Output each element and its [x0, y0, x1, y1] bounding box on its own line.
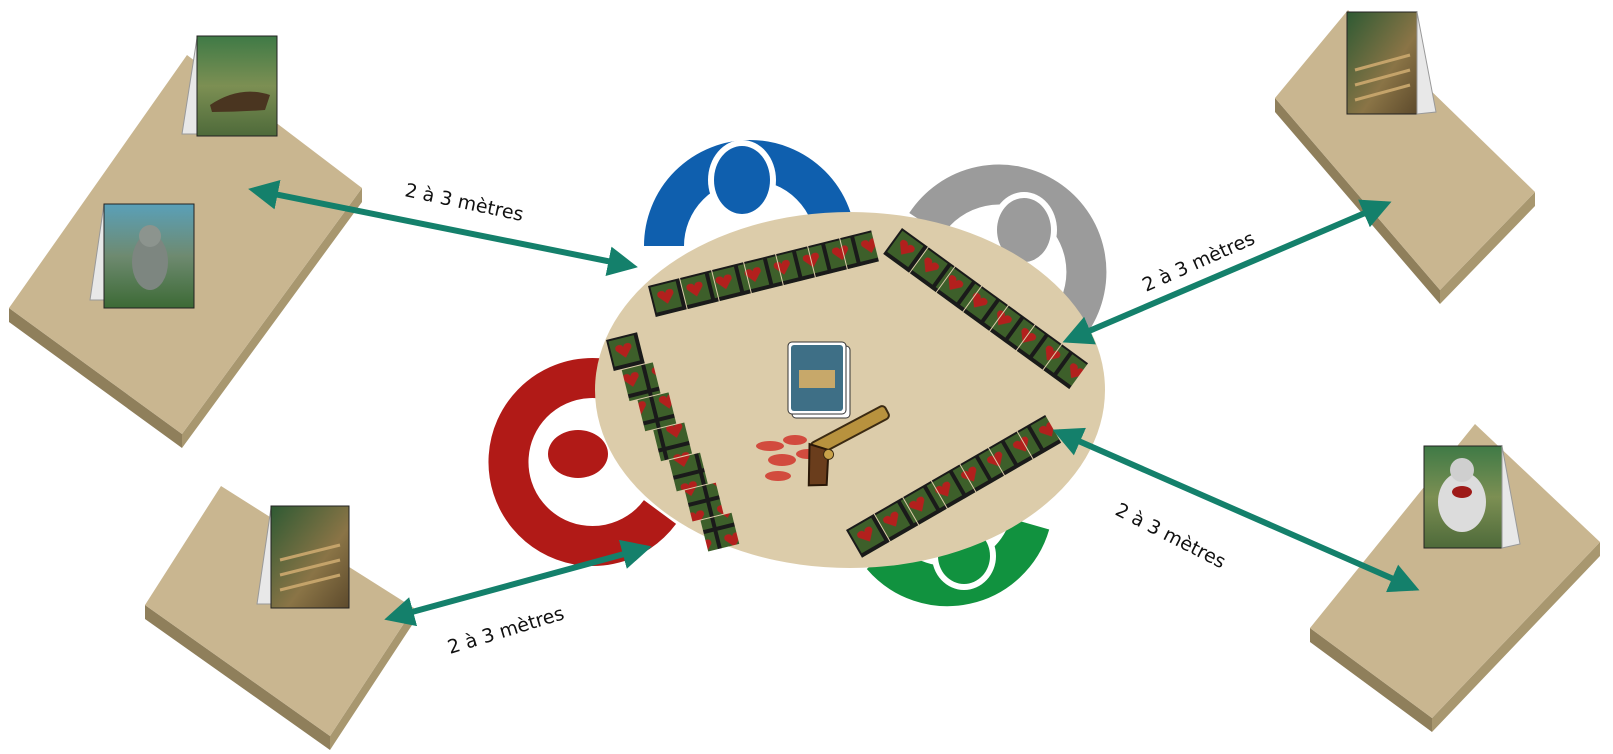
location-box-top-left — [9, 36, 362, 448]
location-box-bottom-left — [145, 486, 414, 750]
distance-label: 2 à 3 mètres — [445, 602, 567, 658]
location-box-top-right — [1275, 10, 1535, 304]
location-box-bottom-right — [1310, 424, 1600, 732]
distance-arrow-bottom-right: 2 à 3 mètres — [1058, 432, 1414, 588]
location-card-statue — [90, 204, 194, 308]
distance-label: 2 à 3 mètres — [403, 179, 526, 226]
location-card-stairs — [1347, 12, 1436, 114]
distance-arrow-top-right: 2 à 3 mètres — [1068, 204, 1386, 340]
location-card-shipwreck — [182, 36, 277, 136]
location-card-stairs — [257, 506, 349, 608]
distance-label: 2 à 3 mètres — [1112, 499, 1229, 573]
card-deck — [788, 342, 850, 418]
